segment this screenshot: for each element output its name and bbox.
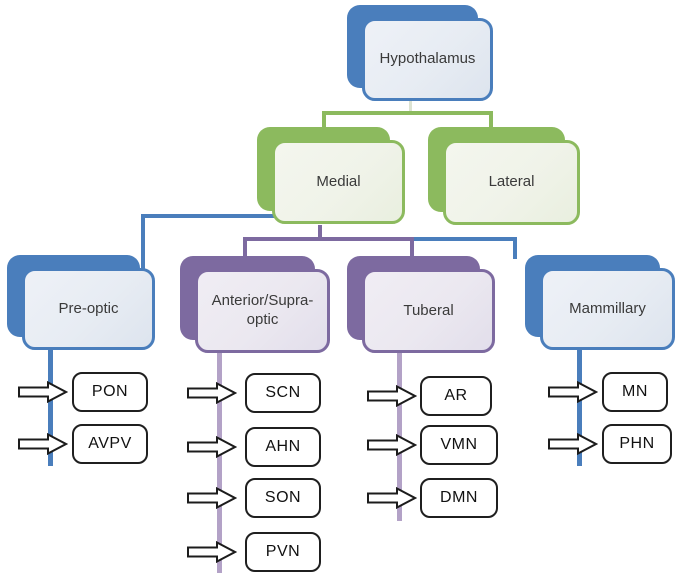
- leaf-label: MN: [622, 383, 648, 400]
- leaf-vmn[interactable]: VMN: [420, 425, 498, 465]
- connector-medial-stub: [318, 225, 322, 240]
- node-label: Hypothalamus: [379, 50, 476, 68]
- node-front-card: Pre-optic: [22, 268, 155, 350]
- node-front-card: Medial: [272, 140, 405, 224]
- right-arrow-icon: [18, 433, 68, 455]
- connector-drop-medial: [322, 111, 326, 128]
- leaf-mn[interactable]: MN: [602, 372, 668, 412]
- right-arrow-icon: [187, 487, 237, 509]
- node-label: Medial: [316, 172, 361, 190]
- connector-drop-lateral: [489, 111, 493, 128]
- node-medial[interactable]: Medial: [257, 127, 405, 224]
- node-anterior-supraoptic[interactable]: Anterior/Supra-optic: [180, 256, 330, 353]
- leaf-avpv[interactable]: AVPV: [72, 424, 148, 464]
- node-front-card: Mammillary: [540, 268, 675, 350]
- connector-medial-bar: [243, 237, 414, 241]
- right-arrow-icon: [18, 381, 68, 403]
- connector-root-level2-bar: [322, 111, 493, 115]
- right-arrow-icon: [367, 385, 417, 407]
- node-label: Tuberal: [403, 301, 454, 319]
- node-lateral[interactable]: Lateral: [428, 127, 580, 225]
- connector-drop-tuberal: [410, 237, 414, 258]
- leaf-dmn[interactable]: DMN: [420, 478, 498, 518]
- connector-root-stub: [409, 100, 412, 113]
- leaf-label: VMN: [440, 436, 478, 453]
- leaf-ar[interactable]: AR: [420, 376, 492, 416]
- node-label: Mammillary: [569, 299, 646, 317]
- spine-mammillary: [577, 348, 582, 466]
- leaf-scn[interactable]: SCN: [245, 373, 321, 413]
- node-front-card: Lateral: [443, 140, 580, 225]
- spine-preoptic: [48, 348, 53, 466]
- right-arrow-icon: [548, 381, 598, 403]
- node-label: Pre-optic: [58, 299, 119, 317]
- connector-medial-preoptic-v: [141, 214, 145, 270]
- leaf-label: AHN: [265, 438, 301, 455]
- leaf-pon[interactable]: PON: [72, 372, 148, 412]
- right-arrow-icon: [187, 382, 237, 404]
- connector-drop-anterior: [243, 237, 247, 258]
- right-arrow-icon: [187, 436, 237, 458]
- connector-medial-preoptic-h: [141, 214, 274, 218]
- node-front-card: Tuberal: [362, 269, 495, 353]
- leaf-pvn[interactable]: PVN: [245, 532, 321, 572]
- right-arrow-icon: [367, 434, 417, 456]
- node-hypothalamus[interactable]: Hypothalamus: [347, 5, 493, 101]
- node-mammillary[interactable]: Mammillary: [525, 255, 675, 350]
- node-front-card: Hypothalamus: [362, 18, 493, 101]
- right-arrow-icon: [187, 541, 237, 563]
- leaf-phn[interactable]: PHN: [602, 424, 672, 464]
- leaf-label: AR: [444, 387, 468, 404]
- leaf-label: SCN: [265, 384, 301, 401]
- connector-medial-mammillary-h: [414, 237, 517, 241]
- leaf-ahn[interactable]: AHN: [245, 427, 321, 467]
- node-label: Anterior/Supra-optic: [211, 292, 314, 328]
- node-preoptic[interactable]: Pre-optic: [7, 255, 155, 350]
- leaf-label: SON: [264, 489, 302, 506]
- node-front-card: Anterior/Supra-optic: [195, 269, 330, 353]
- leaf-label: DMN: [440, 489, 478, 506]
- node-tuberal[interactable]: Tuberal: [347, 256, 495, 353]
- leaf-label: AVPV: [88, 435, 132, 452]
- connector-medial-mammillary-v: [513, 237, 517, 259]
- leaf-son[interactable]: SON: [245, 478, 321, 518]
- right-arrow-icon: [367, 487, 417, 509]
- leaf-label: PHN: [619, 435, 655, 452]
- node-label: Lateral: [488, 173, 535, 191]
- leaf-label: PON: [91, 383, 129, 400]
- spine-anterior: [217, 351, 222, 573]
- leaf-label: PVN: [265, 543, 301, 560]
- right-arrow-icon: [548, 433, 598, 455]
